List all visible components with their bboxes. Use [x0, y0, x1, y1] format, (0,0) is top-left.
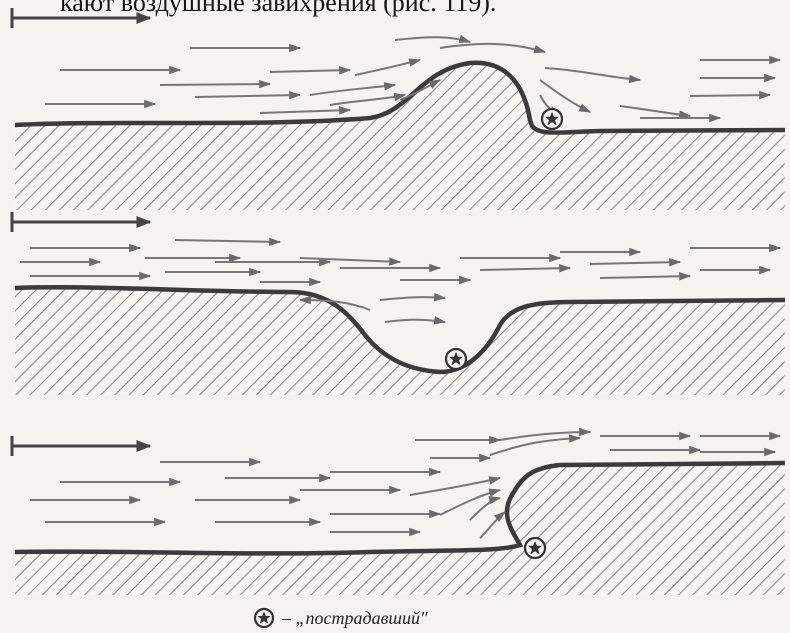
ground-valley-hollow [15, 287, 785, 395]
victim-marker-3 [525, 538, 545, 558]
victim-marker-2 [446, 349, 466, 369]
legend-text: – „пострадавший" [282, 608, 428, 629]
figure-legend: – „пострадавший" [252, 607, 428, 629]
victim-marker-1 [542, 109, 562, 129]
panel-valley-hollow [12, 212, 785, 395]
panel-hill-crest [12, 8, 785, 210]
victim-star-icon [252, 607, 276, 629]
panel-step-ledge [12, 432, 785, 595]
ground-hill-crest [15, 63, 785, 210]
